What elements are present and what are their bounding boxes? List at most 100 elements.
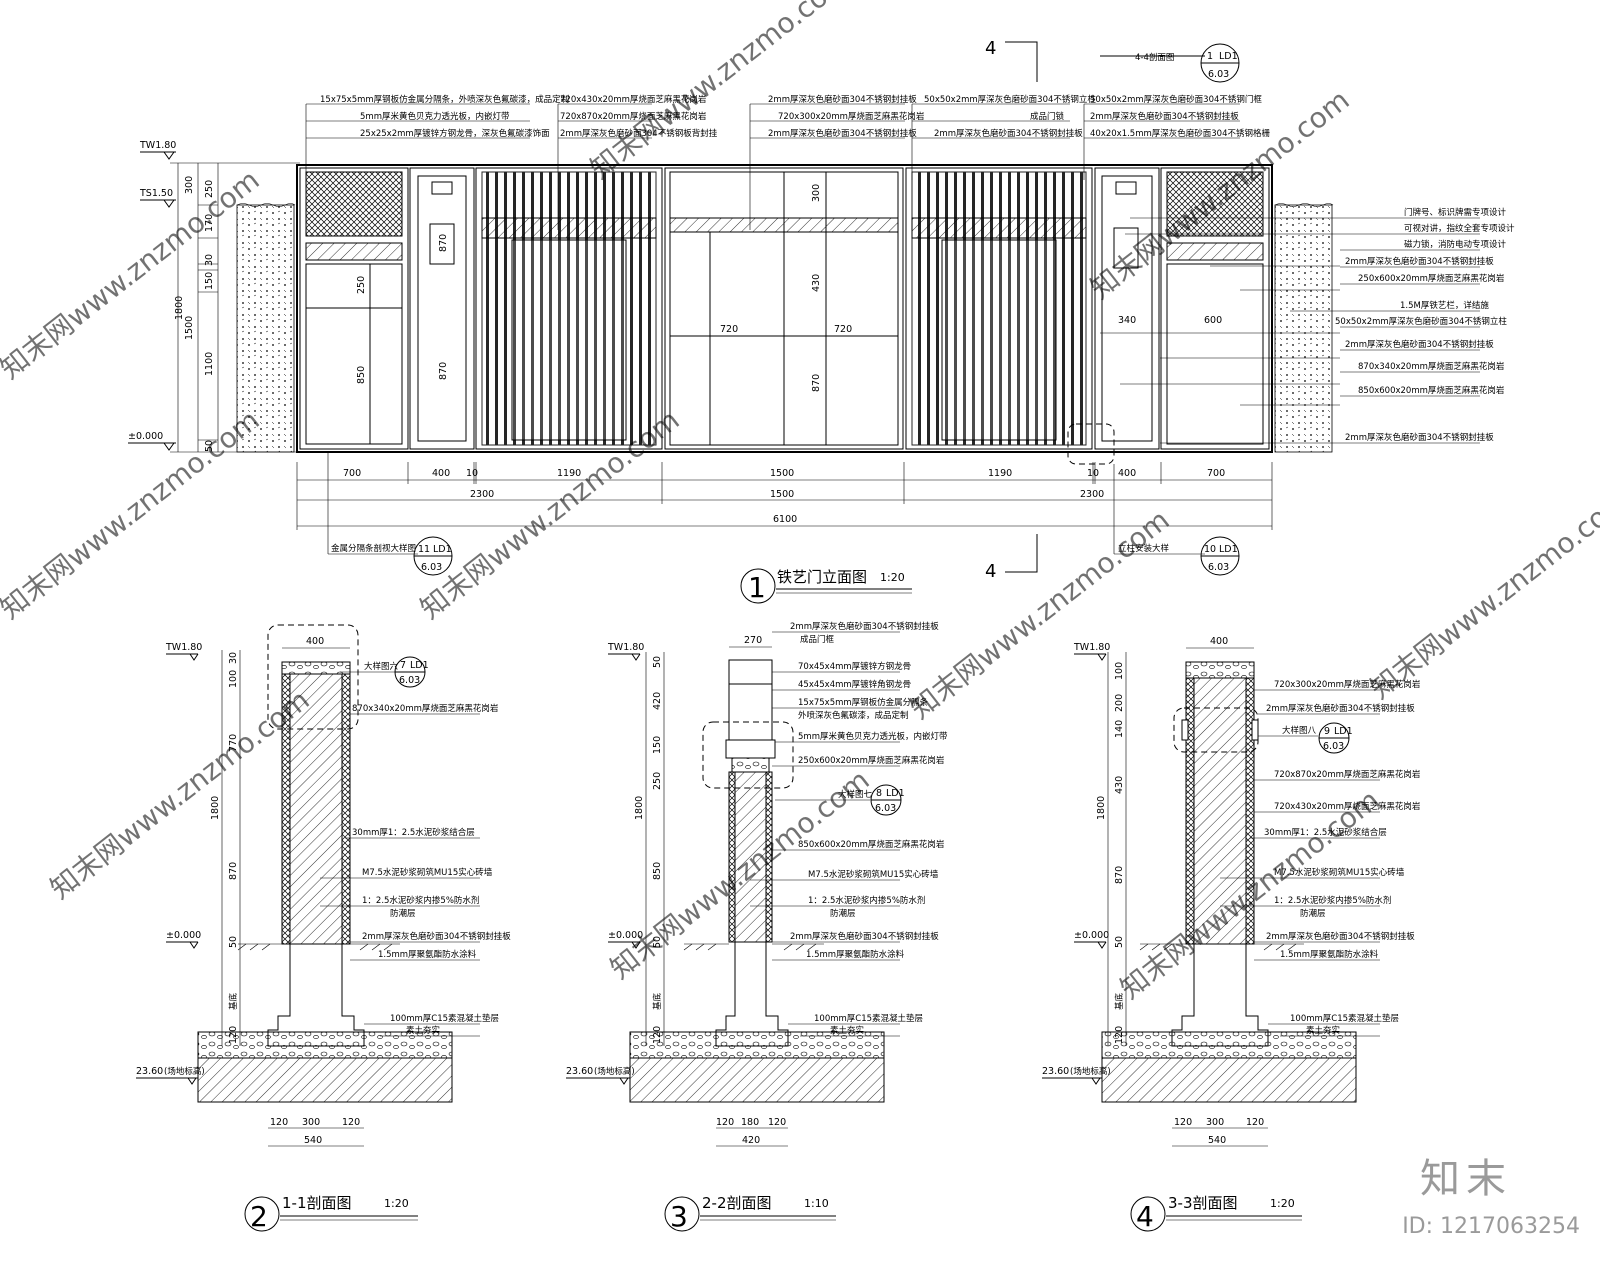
s1-detail-sheet: LD1 [410, 660, 429, 671]
right-gate-leaf [905, 167, 1115, 465]
s1-note-6: 1.5mm厚聚氨酯防水涂料 [378, 949, 477, 960]
top-note-right-2: 40x20x1.5mm厚深灰色磨砂面304不锈钢格栅 [1090, 128, 1270, 139]
s3-note-9: 1.5mm厚聚氨酯防水涂料 [1280, 949, 1379, 960]
level-zero: ±0.000 [128, 431, 163, 442]
detail-left-sheet: LD1 [433, 544, 452, 555]
s2-level-note: (场地标高) [594, 1066, 635, 1077]
s1-bottom-dim-0: 120 [270, 1117, 288, 1128]
panel-dim-10: 600 [1204, 315, 1222, 326]
cut-mark-top: 4 [985, 38, 996, 59]
s2-level-tw: TW1.80 [607, 642, 644, 653]
s2-left-dim-4: 1800 [634, 796, 645, 820]
left-dim-a-0: 300 [184, 176, 195, 194]
elevation-detail-refs: 金属分隔条剖视大样图 11 LD1 6.03 立柱安装大样 10 LD1 6.0… [327, 452, 1240, 576]
panel-dim-7: 720 [720, 324, 738, 335]
s3-level-ground: 23.60 [1042, 1066, 1069, 1077]
s1-left-dim-4: 870 [228, 862, 239, 880]
bottom-dim-2: 10 [466, 468, 478, 479]
s1-level-zero: ±0.000 [166, 930, 201, 941]
s2-level-zero: ±0.000 [608, 930, 643, 941]
s3-level-tw: TW1.80 [1073, 642, 1110, 653]
panel-dim-0: 250 [356, 276, 367, 294]
panel-dim-4: 300 [811, 184, 822, 202]
s3-top-dim: 400 [1210, 636, 1228, 647]
s1-top-dim: 400 [306, 636, 324, 647]
section-ref-label: 4-4剖面图 [1135, 52, 1174, 63]
s1-detail-no: 7 [400, 660, 406, 671]
panel-dim-5: 430 [811, 274, 822, 292]
section-ref-no: 1 [1207, 51, 1213, 62]
elevation-no: 1 [748, 571, 766, 604]
s2-note-8: 850x600x20mm厚烧面芝麻黑花岗岩 [798, 839, 945, 850]
left-pillar: 250 850 870 870 [299, 167, 475, 450]
s2-bottom-dim-2: 120 [768, 1117, 786, 1128]
watermark-text: 知末网www.znzmo.com [904, 503, 1176, 725]
s1-left-dim-2: 770 [228, 734, 239, 752]
bottom-dim-6: 10 [1087, 468, 1099, 479]
s2-note-7: 250x600x20mm厚烧面芝麻黑花岗岩 [798, 755, 945, 766]
top-note-mid3-2: 2mm厚深灰色磨砂面304不锈钢封挂板 [934, 128, 1083, 139]
elevation-title: 铁艺门立面图 [777, 568, 867, 586]
detail-left-no: 11 [418, 544, 430, 555]
s2-left-dim-6: 50 [652, 936, 663, 948]
s1-level-note: (场地标高) [164, 1066, 205, 1077]
right-planting [1274, 204, 1333, 453]
top-note-left-1: 5mm厚米黄色贝克力透光板，内嵌灯带 [360, 111, 510, 122]
s3-bottom-total: 540 [1208, 1135, 1226, 1146]
s2-note-5: 外喷深灰色氟碳漆，成品定制 [798, 710, 909, 721]
s3-scale: 1:20 [1270, 1197, 1295, 1210]
right-note-5: 1.5M厚铁艺栏，详结施 [1400, 300, 1489, 311]
s3-left-dim-7: 120 [1114, 1026, 1125, 1044]
s2-bottom-dim-1: 180 [741, 1117, 759, 1128]
s3-title: 3-3剖面图 [1168, 1194, 1238, 1212]
s2-note-9: M7.5水泥砂浆砌筑MU15实心砖墙 [808, 869, 939, 880]
s1-left-dim-3: 1800 [210, 796, 221, 820]
s1-note-1: 30mm厚1：2.5水泥砂浆结合层 [352, 827, 475, 838]
s3-left-dim-1: 200 [1114, 694, 1125, 712]
right-note-4: 250x600x20mm厚烧面芝麻黑花岗岩 [1358, 273, 1505, 284]
top-notes: 15x75x5mm厚钢板仿金属分隔条，外喷深灰色氟碳漆，成品定制 5mm厚米黄色… [305, 94, 1270, 230]
s3-left-dim-6: 50 [1114, 936, 1125, 948]
s1-no: 2 [250, 1200, 268, 1233]
s2-note-0: 2mm厚深灰色磨砂面304不锈钢封挂板 [790, 621, 939, 632]
s3-detail-label: 大样图八 [1282, 725, 1317, 736]
top-note-mid1-0: 720x430x20mm厚烧面芝麻黑花岗岩 [560, 94, 707, 105]
s1-left-dim-1: 100 [228, 670, 239, 688]
s2-note-12: 2mm厚深灰色磨砂面304不锈钢封挂板 [790, 931, 939, 942]
elevation-bottom-dims: 700 400 10 1190 1500 1190 10 400 700 230… [296, 462, 1273, 530]
s1-note-7: 100mm厚C15素混凝土垫层 [390, 1013, 499, 1024]
s3-depth-note: 基底 [1114, 992, 1125, 1010]
panel-dim-2: 870 [438, 234, 449, 252]
s3-bottom-dim-0: 120 [1174, 1117, 1192, 1128]
s1-note-8: 素土夯实 [406, 1025, 440, 1036]
bottom-dim-row2-0: 2300 [470, 489, 494, 500]
s2-note-13: 1.5mm厚聚氨酯防水涂料 [806, 949, 905, 960]
top-note-left-2: 25x25x2mm厚镀锌方钢龙骨，深灰色氟碳漆饰面 [360, 128, 550, 139]
s1-detail-label: 大样图六 [364, 661, 399, 672]
bottom-dim-1: 400 [432, 468, 450, 479]
cut-mark-bottom: 4 [985, 561, 996, 582]
s3-note-2: 720x870x20mm厚烧面芝麻黑花岗岩 [1274, 769, 1421, 780]
s3-note-7: 防潮层 [1300, 908, 1326, 919]
detail-right-label: 立柱安装大样 [1118, 543, 1170, 554]
s2-note-6: 5mm厚米黄色贝克力透光板，内嵌灯带 [798, 731, 948, 742]
bottom-dim-7: 400 [1118, 468, 1136, 479]
panel-dim-9: 340 [1118, 315, 1136, 326]
detail-right-sheet: LD1 [1219, 544, 1238, 555]
right-note-3: 2mm厚深灰色磨砂面304不锈钢封挂板 [1345, 256, 1494, 267]
s3-level-zero: ±0.000 [1074, 930, 1109, 941]
left-planting [236, 204, 295, 453]
top-note-mid1-2: 2mm厚深灰色磨砂面304不锈钢板背封挂 [560, 128, 718, 139]
s3-note-3: 720x430x20mm厚烧面芝麻黑花岗岩 [1274, 801, 1421, 812]
right-note-9: 850x600x20mm厚烧面芝麻黑花岗岩 [1358, 385, 1505, 396]
left-dim-a-5: 1100 [204, 352, 215, 376]
s2-left-dim-7: 120 [652, 1026, 663, 1044]
s2-left-dim-0: 50 [652, 656, 663, 668]
level-ts: TS1.50 [139, 188, 173, 199]
detail-left-page: 6.03 [421, 562, 442, 573]
s2-left-dim-2: 150 [652, 736, 663, 754]
bottom-dim-8: 700 [1207, 468, 1225, 479]
bottom-dim-4: 1500 [770, 468, 794, 479]
s2-note-1: 成品门框 [800, 634, 835, 645]
watermark-text: 知末网www.znzmo.com [584, 0, 856, 186]
